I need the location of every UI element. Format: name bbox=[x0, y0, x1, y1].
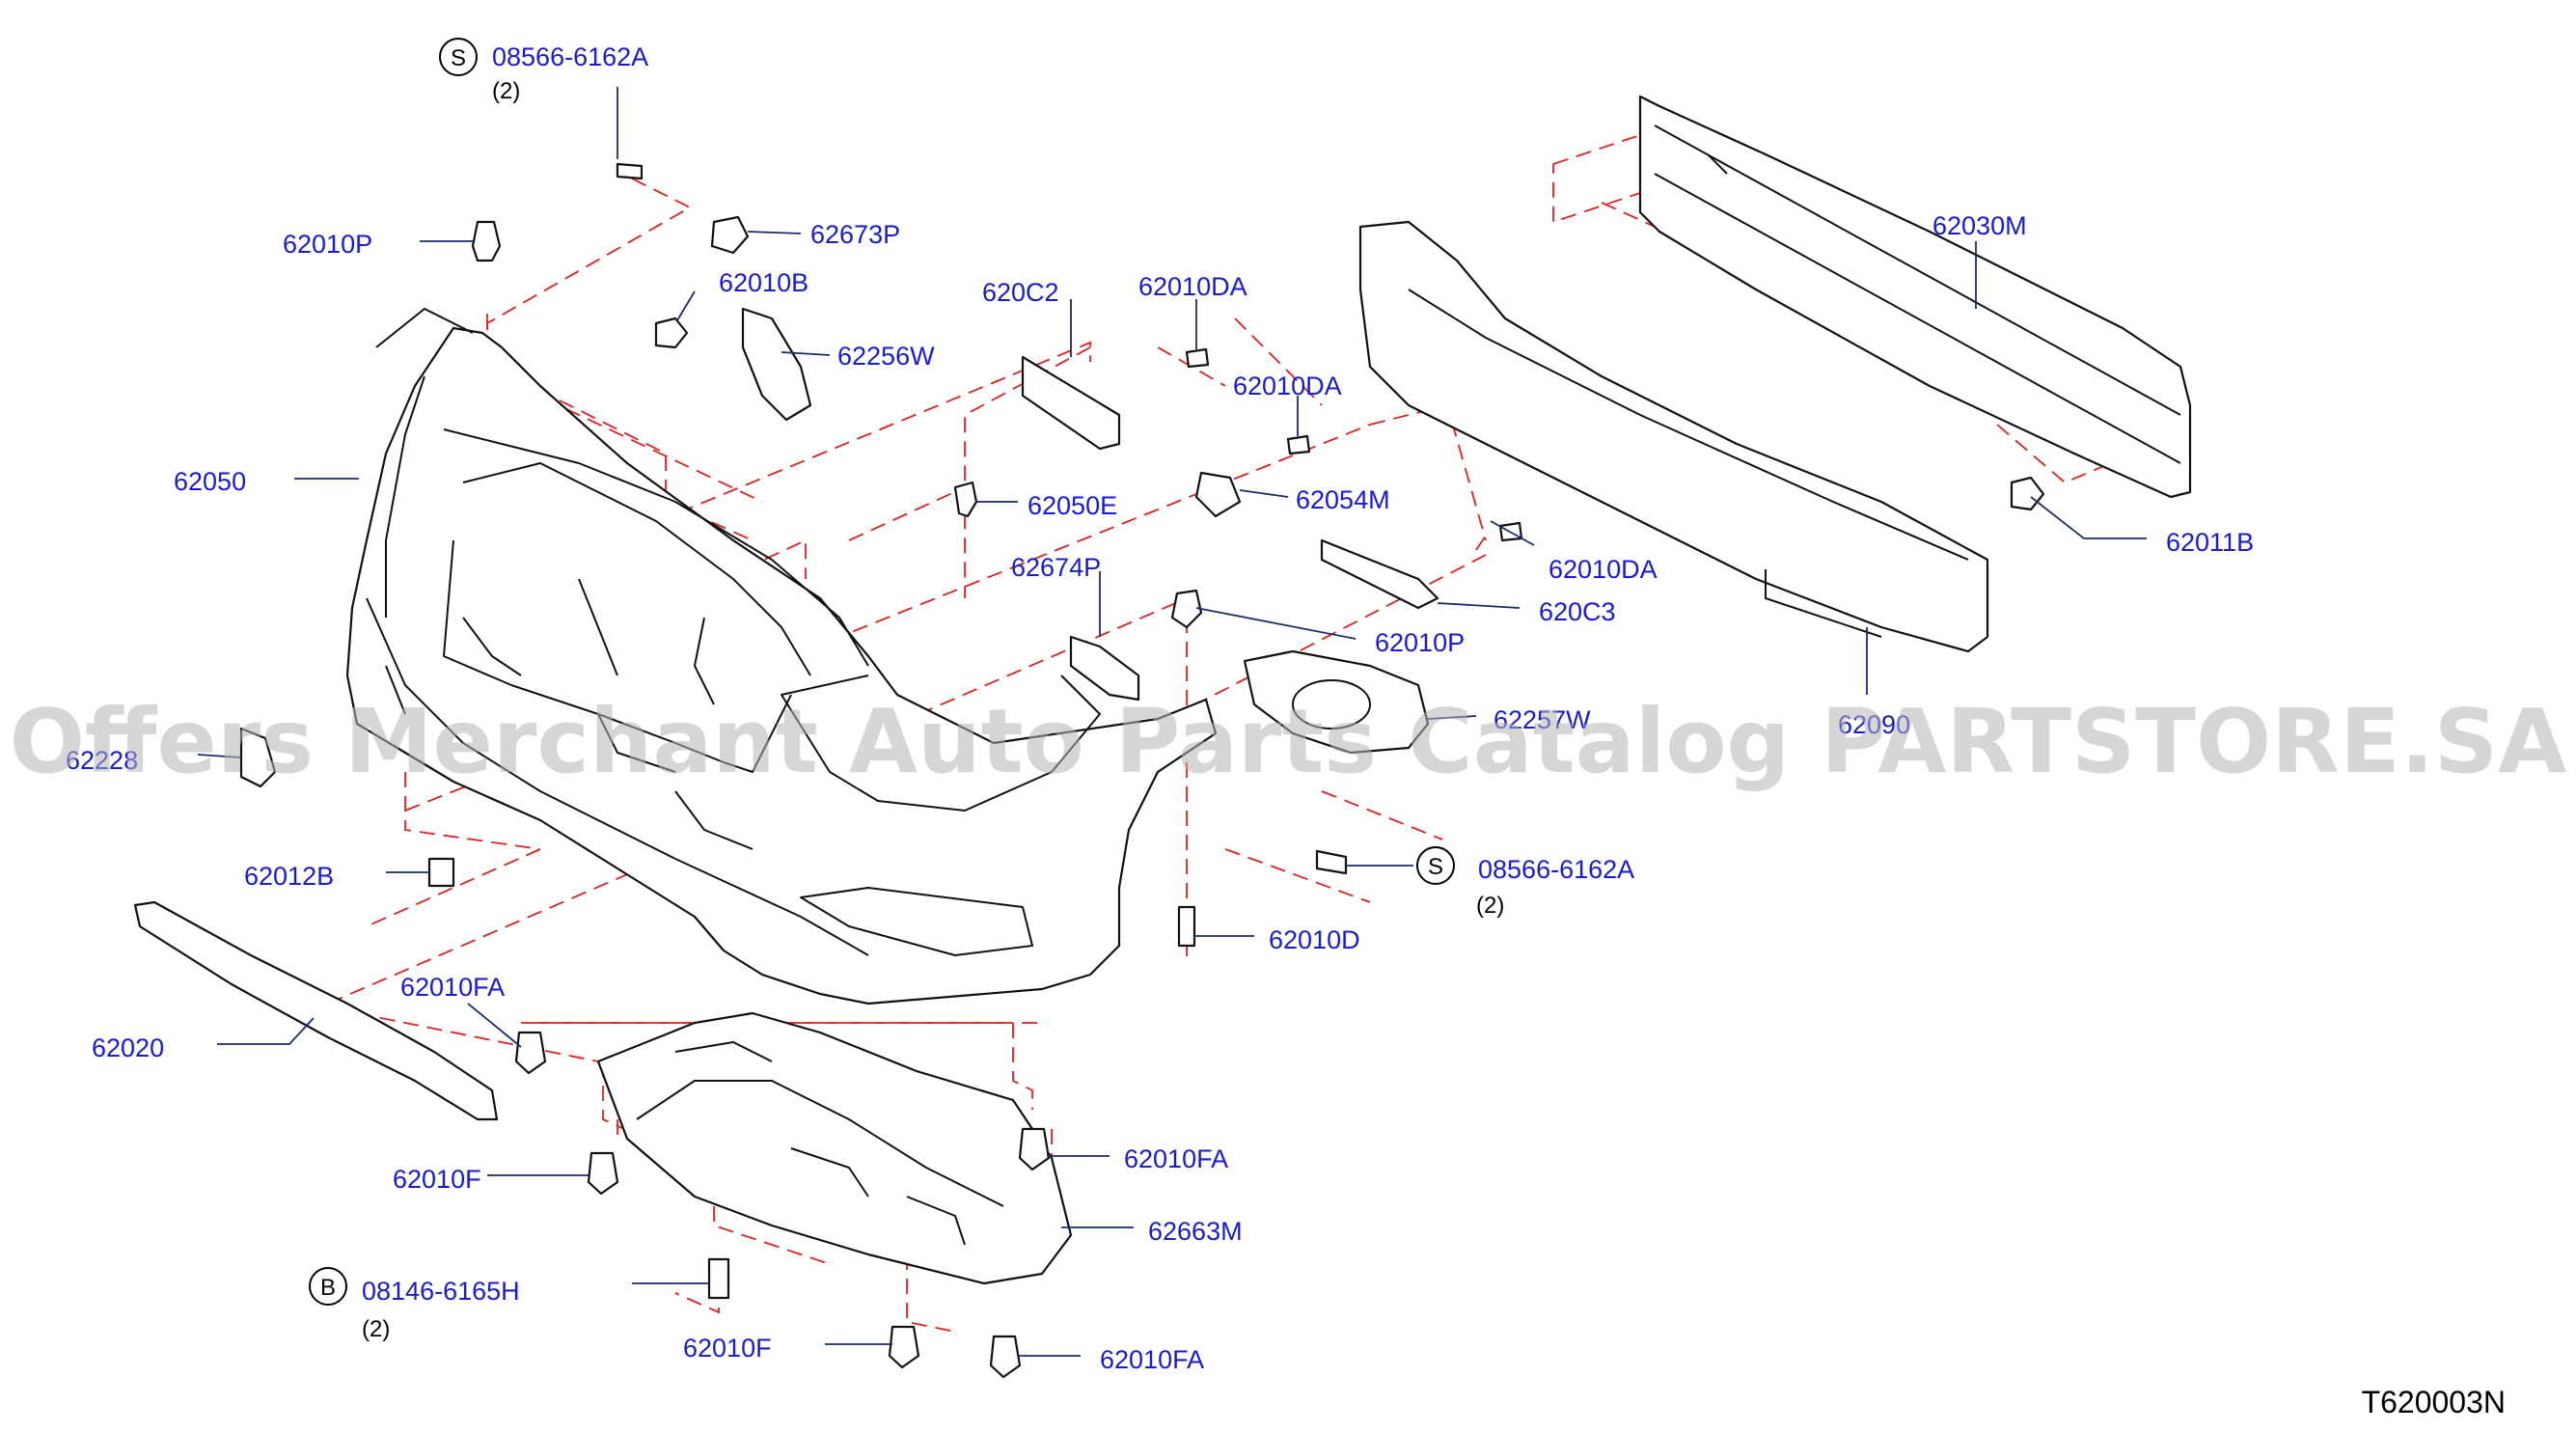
label-62228[interactable]: 62228 bbox=[66, 746, 138, 775]
bracket-62054M[interactable] bbox=[1194, 471, 1242, 518]
bracket-62228[interactable] bbox=[239, 727, 277, 788]
label-62050E[interactable]: 62050E bbox=[1028, 491, 1117, 520]
bumper-reinforcement[interactable] bbox=[1638, 95, 2192, 499]
qty-08566-mid: (2) bbox=[1476, 893, 1504, 919]
clip-62050E[interactable] bbox=[953, 481, 978, 518]
label-62663M[interactable]: 62663M bbox=[1148, 1217, 1243, 1246]
label-62012B[interactable]: 62012B bbox=[244, 862, 334, 891]
leader-lines bbox=[197, 87, 2147, 1357]
label-62010FA-c[interactable]: 62010FA bbox=[1100, 1345, 1204, 1374]
qty-08566-top: (2) bbox=[492, 78, 520, 104]
label-62010DA-b[interactable]: 62010DA bbox=[1233, 372, 1342, 400]
label-62673P[interactable]: 62673P bbox=[810, 220, 900, 249]
bracket-62674P[interactable] bbox=[1069, 635, 1140, 702]
label-62010FA-b[interactable]: 62010FA bbox=[1124, 1144, 1228, 1173]
prefix-s-top: S bbox=[439, 38, 478, 76]
prefix-s-top-text: S bbox=[451, 45, 466, 71]
clip-62010FA-b[interactable] bbox=[1018, 1127, 1051, 1171]
clip-62012B[interactable] bbox=[427, 857, 455, 888]
label-62054M[interactable]: 62054M bbox=[1296, 485, 1390, 514]
prefix-b-text: B bbox=[320, 1275, 336, 1301]
label-08566-6162A-top[interactable]: 08566-6162A bbox=[492, 42, 648, 71]
engine-under-cover[interactable] bbox=[596, 1011, 1073, 1285]
label-620C2[interactable]: 620C2 bbox=[982, 278, 1059, 307]
part-labels: 08566-6162A (2) 62010P 62673P 62010B 622… bbox=[66, 42, 2254, 1374]
clip-62010F-a[interactable] bbox=[587, 1151, 619, 1196]
bolt-62010D[interactable] bbox=[1177, 905, 1196, 948]
screw-08566-mid[interactable] bbox=[1315, 849, 1348, 875]
qty-08146: (2) bbox=[362, 1316, 390, 1342]
label-62257W[interactable]: 62257W bbox=[1494, 705, 1591, 734]
bolt-08146[interactable] bbox=[707, 1257, 730, 1300]
label-62674P[interactable]: 62674P bbox=[1011, 553, 1101, 582]
clip-62010F-b[interactable] bbox=[888, 1325, 920, 1369]
label-08566-6162A-mid[interactable]: 08566-6162A bbox=[1478, 855, 1634, 884]
diagram-code: T620003N bbox=[2362, 1385, 2506, 1419]
label-62010D[interactable]: 62010D bbox=[1269, 925, 1360, 954]
fog-lamp-finisher[interactable] bbox=[1243, 649, 1430, 755]
label-62090[interactable]: 62090 bbox=[1838, 710, 1910, 739]
bumper-energy-absorber[interactable] bbox=[1358, 220, 1989, 653]
clip-62010FA-a[interactable] bbox=[514, 1031, 547, 1075]
label-62010F-b[interactable]: 62010F bbox=[683, 1334, 772, 1363]
label-620C3[interactable]: 620C3 bbox=[1539, 597, 1616, 626]
label-08146-6165H[interactable]: 08146-6165H bbox=[362, 1277, 520, 1306]
label-62011B[interactable]: 62011B bbox=[2166, 528, 2254, 557]
bracket-62256W[interactable] bbox=[741, 307, 812, 422]
label-62010P-lower[interactable]: 62010P bbox=[1375, 628, 1465, 657]
clip-62010P-lower[interactable] bbox=[1170, 589, 1203, 629]
bracket-620C2[interactable] bbox=[1021, 355, 1121, 451]
nut-62010B[interactable] bbox=[654, 317, 689, 349]
grille-molding[interactable] bbox=[133, 900, 499, 1121]
label-62010F-a[interactable]: 62010F bbox=[393, 1165, 481, 1194]
clip-62010P-upper[interactable] bbox=[471, 220, 502, 262]
label-62010B[interactable]: 62010B bbox=[719, 268, 808, 297]
clip-62010FA-c[interactable] bbox=[989, 1335, 1022, 1379]
prefix-s-mid-text: S bbox=[1428, 854, 1443, 880]
clip-62673P[interactable] bbox=[710, 215, 750, 255]
screw-08566-top[interactable] bbox=[616, 162, 644, 180]
label-62050[interactable]: 62050 bbox=[174, 467, 246, 496]
screw-62010DA-b[interactable] bbox=[1286, 434, 1311, 455]
watermark: Offers Merchant Auto Parts Catalog PARTS… bbox=[10, 690, 2567, 793]
label-62030M[interactable]: 62030M bbox=[1932, 211, 2027, 240]
prefix-s-mid: S bbox=[1416, 846, 1455, 885]
label-62020[interactable]: 62020 bbox=[92, 1033, 164, 1062]
label-62010DA-a[interactable]: 62010DA bbox=[1138, 272, 1247, 301]
label-62010DA-c[interactable]: 62010DA bbox=[1548, 555, 1658, 584]
prefix-b: B bbox=[309, 1267, 347, 1306]
bracket-620C3[interactable] bbox=[1320, 538, 1439, 610]
front-bumper-fascia[interactable] bbox=[345, 308, 1218, 1005]
label-62010P-upper[interactable]: 62010P bbox=[283, 230, 372, 259]
screw-62010DA-a[interactable] bbox=[1185, 347, 1210, 369]
label-62256W[interactable]: 62256W bbox=[837, 342, 935, 371]
nut-62011B[interactable] bbox=[2010, 476, 2045, 511]
label-62010FA-a[interactable]: 62010FA bbox=[400, 973, 505, 1002]
